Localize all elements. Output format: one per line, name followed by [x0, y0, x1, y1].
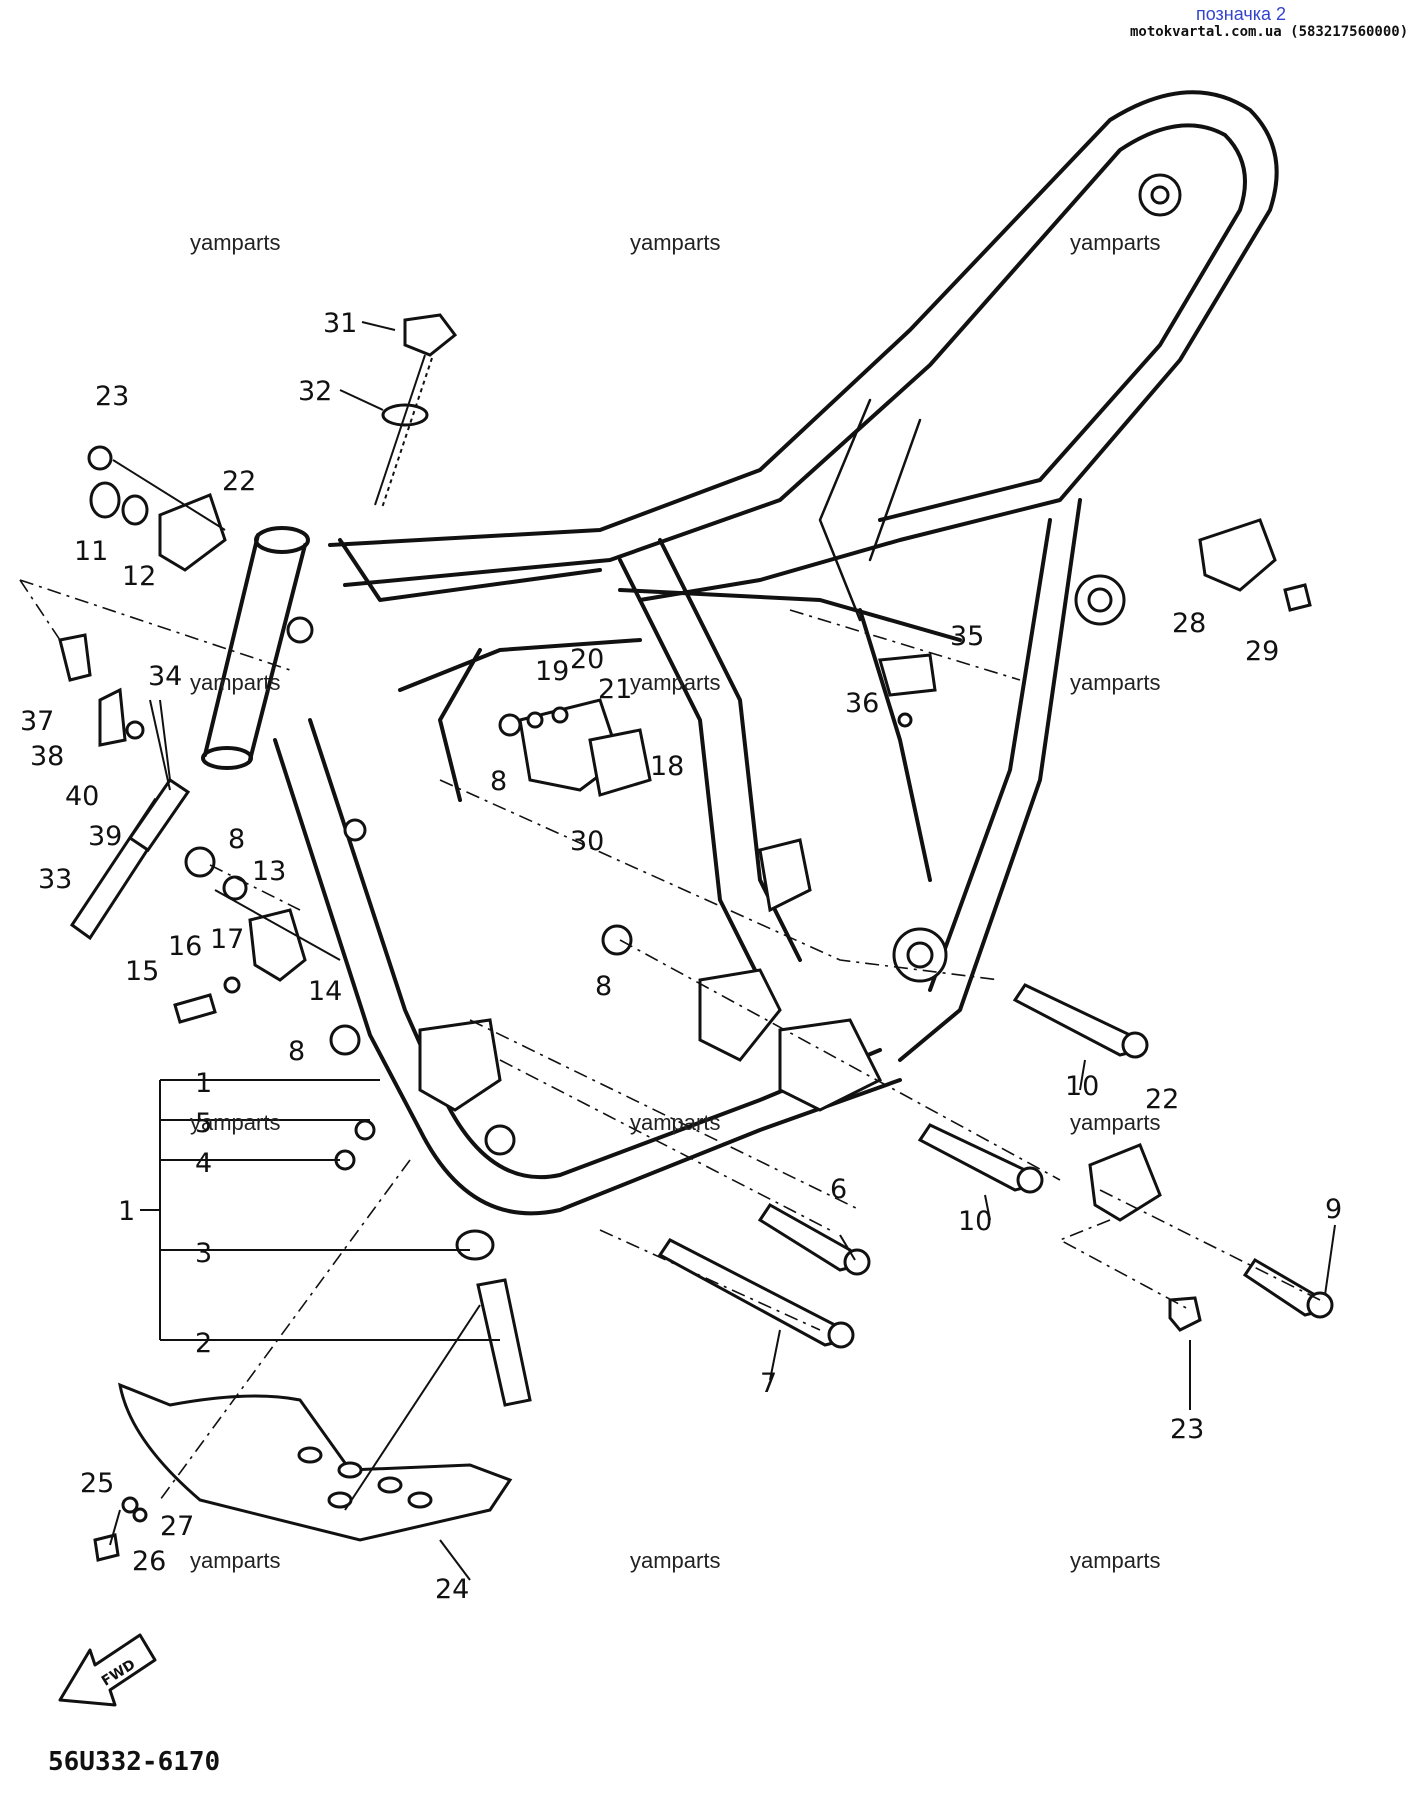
- watermark-text: yamparts: [630, 1110, 720, 1135]
- callout-29: 29: [1245, 636, 1279, 667]
- watermark-text: yamparts: [190, 1110, 280, 1135]
- callout-5: 5: [195, 1108, 212, 1139]
- callout-13: 13: [252, 856, 286, 887]
- callout-30: 30: [570, 826, 604, 857]
- callout-35: 35: [950, 621, 984, 652]
- leader-lines: [19, 321, 1336, 1581]
- callout-18: 18: [650, 751, 684, 782]
- callout-22: 22: [222, 466, 256, 497]
- callout-23: 23: [1170, 1414, 1204, 1445]
- callout-27: 27: [160, 1511, 194, 1542]
- callout-31: 31: [323, 308, 357, 339]
- callout-32: 32: [298, 376, 332, 407]
- callout-26: 26: [132, 1546, 166, 1577]
- loose-parts: [58, 313, 1334, 1562]
- watermark-text: yamparts: [630, 1548, 720, 1573]
- callout-labels: 31 32 23 22 11 12 34 37 38 40 39 33 8 13…: [20, 308, 1342, 1605]
- callout-38: 38: [30, 741, 64, 772]
- callout-15: 15: [125, 956, 159, 987]
- diagram-code: 56U332-6170: [48, 1747, 220, 1777]
- callout-22: 22: [1145, 1084, 1179, 1115]
- watermark-text: yamparts: [1070, 230, 1160, 255]
- callout-7: 7: [760, 1368, 777, 1399]
- watermark-text: yamparts: [190, 1548, 280, 1573]
- callout-9: 9: [1325, 1194, 1342, 1225]
- watermark-text: yamparts: [1070, 1110, 1160, 1135]
- callout-40: 40: [65, 781, 99, 812]
- callout-39: 39: [88, 821, 122, 852]
- callout-8: 8: [228, 824, 245, 855]
- fwd-arrow-icon: FWD: [58, 1633, 157, 1707]
- watermark-text: yamparts: [190, 230, 280, 255]
- callout-12: 12: [122, 561, 156, 592]
- callout-4: 4: [195, 1148, 212, 1179]
- watermark-text: yamparts: [630, 230, 720, 255]
- callout-17: 17: [210, 924, 244, 955]
- watermarks: yamparts yamparts yamparts yamparts yamp…: [190, 230, 1160, 1573]
- callout-1: 1: [195, 1068, 212, 1099]
- callout-36: 36: [845, 688, 879, 719]
- callout-24: 24: [435, 1574, 469, 1605]
- callout-23: 23: [95, 381, 129, 412]
- callout-8: 8: [490, 766, 507, 797]
- callout-6: 6: [830, 1174, 847, 1205]
- watermark-text: yamparts: [630, 670, 720, 695]
- callout-21: 21: [598, 674, 632, 705]
- callout-2: 2: [195, 1328, 212, 1359]
- callout-14: 14: [308, 976, 342, 1007]
- callout-3: 3: [195, 1238, 212, 1269]
- callout-8: 8: [595, 971, 612, 1002]
- callout-33: 33: [38, 864, 72, 895]
- callout-8: 8: [288, 1036, 305, 1067]
- callout-16: 16: [168, 931, 202, 962]
- main-frame: [201, 90, 1279, 1216]
- callout-34: 34: [148, 661, 182, 692]
- watermark-text: yamparts: [1070, 670, 1160, 695]
- callout-10: 10: [958, 1206, 992, 1237]
- header-link-label[interactable]: позначка 2: [1196, 4, 1287, 24]
- header-site-label: motokvartal.com.ua (583217560000): [1130, 24, 1409, 40]
- watermark-text: yamparts: [190, 670, 280, 695]
- callout-28: 28: [1172, 608, 1206, 639]
- callout-19: 19: [535, 656, 569, 687]
- callout-37: 37: [20, 706, 54, 737]
- watermark-text: yamparts: [1070, 1548, 1160, 1573]
- callout-10: 10: [1065, 1071, 1099, 1102]
- callout-11: 11: [74, 536, 108, 567]
- callout-20: 20: [570, 644, 604, 675]
- callout-1: 1: [118, 1196, 135, 1227]
- callout-25: 25: [80, 1468, 114, 1499]
